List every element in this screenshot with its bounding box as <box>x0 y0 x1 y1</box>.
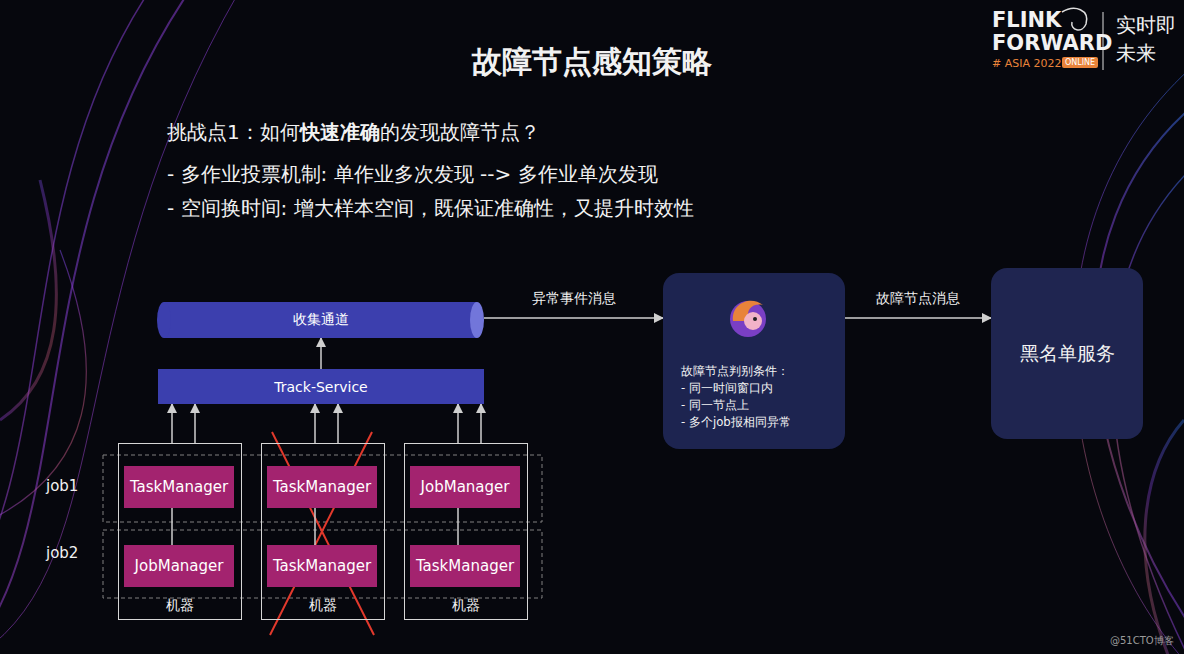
rule-item: - 同一时间窗口内 <box>681 380 835 397</box>
machine-box: 机器 TaskManagerJobManager <box>118 443 242 620</box>
node-text: TaskManager <box>273 478 371 496</box>
question-text: 挑战点1：如何 <box>167 119 300 146</box>
service-bar: Track-Service <box>158 369 484 404</box>
logo-text: FLINK <box>992 8 1061 32</box>
logo-slogan: 未来 <box>1116 40 1156 67</box>
pipeline-cylinder: 收集通道 <box>157 302 484 338</box>
rule-item: - 同一节点上 <box>681 397 835 414</box>
node-text: 收集通道 <box>293 311 349 329</box>
logo-slogan: 实时即 <box>1116 12 1176 39</box>
link-line <box>457 508 459 545</box>
flow-arrow <box>480 404 482 443</box>
process-box: JobManager <box>124 545 234 587</box>
job-band <box>103 455 542 598</box>
edge-label: 异常事件消息 <box>532 290 616 308</box>
rule-box: 故障节点判别条件：- 同一时间窗口内- 同一节点上- 多个job报相同异常 <box>663 273 845 449</box>
logo-badge: ONLINE <box>1062 57 1098 68</box>
flow-arrow <box>194 404 196 443</box>
node-text: TaskManager <box>130 478 228 496</box>
node-text: 机器 <box>309 597 337 615</box>
edge-label: 故障节点消息 <box>876 290 960 308</box>
flow-arrow <box>320 338 322 369</box>
process-box: TaskManager <box>124 466 234 508</box>
flow-arrow <box>171 404 173 443</box>
process-box: JobManager <box>410 466 520 508</box>
squirrel-icon <box>723 291 773 341</box>
machine-box: 机器 JobManagerTaskManager <box>404 443 528 620</box>
question-emphasis: 快速准确 <box>300 119 380 146</box>
node-text: TaskManager <box>416 557 514 575</box>
service-box: 黑名单服务 <box>991 268 1143 439</box>
logo-text: # ASIA 2022 <box>992 57 1061 70</box>
bullet-text: - 多作业投票机制: 单作业多次发现 --> 多作业单次发现 <box>167 161 658 188</box>
flow-arrow <box>337 404 339 443</box>
flow-arrow <box>484 317 663 319</box>
job-label: job1 <box>46 477 78 495</box>
flow-arrow <box>845 317 991 319</box>
process-box: TaskManager <box>267 466 377 508</box>
node-text: JobManager <box>421 478 510 496</box>
failure-cross <box>270 432 374 635</box>
logo-squirrel <box>1062 8 1087 30</box>
bullet-text: - 空间换时间: 增大样本空间，既保证准确性，又提升时效性 <box>167 195 694 222</box>
node-text: JobManager <box>135 557 224 575</box>
node-text: 机器 <box>166 597 194 615</box>
machine-box: 机器TaskManagerTaskManager <box>261 443 385 620</box>
job-label: job2 <box>46 544 78 562</box>
watermark: @51CTO博客 <box>1110 634 1174 648</box>
rule-heading: 故障节点判别条件： <box>681 363 835 380</box>
question-text: 的发现故障节点？ <box>380 119 540 146</box>
node-text: 黑名单服务 <box>1020 341 1115 367</box>
node-text: TaskManager <box>273 557 371 575</box>
process-box: TaskManager <box>267 545 377 587</box>
question-row: 挑战点1：如何快速准确的发现故障节点？ <box>167 119 540 146</box>
logo-text: FORWARD <box>992 31 1112 55</box>
link-line <box>171 508 173 545</box>
flow-arrow <box>314 404 316 443</box>
rule-item: - 多个job报相同异常 <box>681 414 835 431</box>
node-text: 机器 <box>452 597 480 615</box>
link-line <box>314 508 316 545</box>
flow-arrow <box>457 404 459 443</box>
node-text: Track-Service <box>274 379 367 395</box>
process-box: TaskManager <box>410 545 520 587</box>
